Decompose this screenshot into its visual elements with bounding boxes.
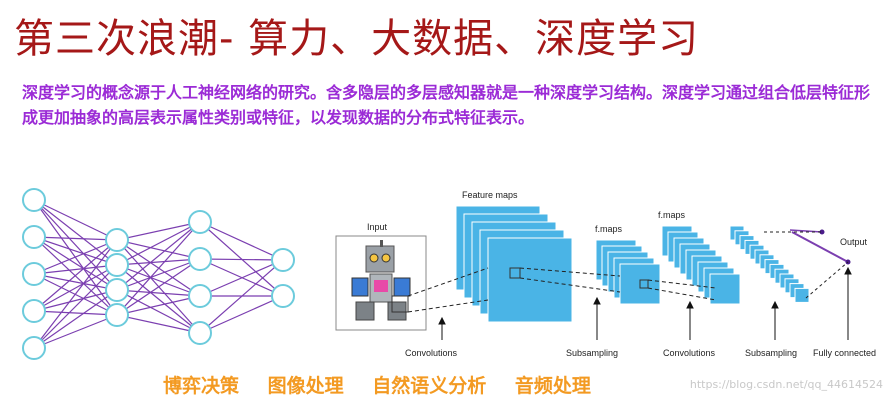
label-subsampling-2: Subsampling: [745, 348, 797, 358]
topic-game-decision: 博弈决策: [163, 375, 240, 397]
output-node-1: [819, 229, 825, 235]
nn-node-layer-1: [105, 303, 129, 327]
nn-edge: [116, 258, 201, 316]
fmap-3-layer: [794, 287, 810, 303]
nn-edge: [33, 199, 118, 241]
slide-title: 第三次浪潮- 算力、大数据、深度学习: [14, 16, 700, 62]
nn-edge: [33, 310, 118, 316]
nn-edge: [116, 221, 201, 241]
nn-edge: [199, 258, 284, 261]
nn-edge: [116, 221, 201, 266]
nn-edge: [33, 264, 118, 312]
nn-edge: [33, 273, 118, 291]
nn-node-layer-0: [22, 299, 46, 323]
nn-edge: [116, 289, 201, 334]
nn-node-layer-3: [271, 248, 295, 272]
neural-network-diagram: [22, 188, 295, 360]
nn-node-layer-0: [22, 225, 46, 249]
fmap-2-layer: [709, 273, 741, 305]
fmaps-stack-3: [729, 225, 810, 303]
nn-edge: [33, 236, 118, 266]
fmaps-stack-2: [661, 225, 741, 305]
nn-edge: [116, 221, 201, 316]
nn-edge: [199, 259, 284, 334]
cnn-diagram: Input Feature maps f.maps: [335, 190, 876, 358]
nn-node-layer-0: [22, 188, 46, 212]
nn-edge: [116, 239, 201, 260]
nn-node-layer-2: [188, 321, 212, 345]
nn-node-layer-1: [105, 253, 129, 277]
nn-node-layer-1: [105, 228, 129, 252]
nn-edge: [199, 259, 284, 297]
label-fully-connected: Fully connected: [813, 348, 876, 358]
feature-maps-stack: [455, 205, 573, 323]
label-subsampling-1: Subsampling: [566, 348, 618, 358]
topic-image-processing: 图像处理: [267, 375, 344, 397]
nn-node-layer-0: [22, 336, 46, 360]
nn-edge: [116, 221, 201, 291]
description-text: 深度学习的概念源于人工神经网络的研究。含多隐层的多层感知器就是一种深度学习结构。…: [22, 83, 871, 127]
label-input: Input: [367, 222, 388, 232]
topic-audio-processing: 音频处理: [514, 375, 591, 397]
nn-edge: [33, 289, 118, 312]
nn-edge: [33, 239, 118, 349]
nn-edge: [116, 314, 201, 334]
nn-edge: [33, 199, 118, 291]
label-convolutions-2: Convolutions: [663, 348, 716, 358]
nn-edge: [116, 264, 201, 297]
nn-edge: [116, 295, 201, 316]
fc-line: [789, 229, 823, 233]
nn-node-layer-1: [105, 278, 129, 302]
nn-edge: [33, 199, 118, 266]
nn-edge: [33, 236, 118, 291]
nn-edge: [199, 295, 284, 334]
nn-edge: [33, 264, 118, 275]
application-topics: 博弈决策 图像处理 自然语义分析 音频处理: [163, 371, 613, 398]
label-fmaps-2: f.maps: [658, 210, 686, 220]
label-fmaps-1: f.maps: [595, 224, 623, 234]
nn-node-layer-3: [271, 284, 295, 308]
nn-edge: [33, 314, 118, 349]
nn-node-layer-2: [188, 247, 212, 271]
watermark: https://blog.csdn.net/qq_44614524: [689, 378, 883, 391]
nn-edge: [33, 239, 118, 312]
nn-edge: [116, 258, 201, 266]
nn-edge: [33, 264, 118, 349]
nn-edge: [116, 289, 201, 297]
nn-node-layer-2: [188, 210, 212, 234]
nn-node-layer-2: [188, 284, 212, 308]
nn-edge: [33, 239, 118, 275]
nn-edge: [116, 264, 201, 334]
nn-edge: [33, 236, 118, 241]
robot-icon: [351, 240, 411, 321]
nn-edge: [199, 221, 284, 261]
label-convolutions-1: Convolutions: [405, 348, 458, 358]
receptive-field-box: [391, 295, 409, 313]
nn-node-layer-0: [22, 262, 46, 286]
fmaps-stack-1: [595, 239, 661, 305]
nn-edge: [33, 289, 118, 349]
label-output: Output: [840, 237, 868, 247]
nn-edge: [116, 258, 201, 291]
topic-nlp: 自然语义分析: [372, 375, 487, 397]
label-feature-maps: Feature maps: [462, 190, 518, 200]
